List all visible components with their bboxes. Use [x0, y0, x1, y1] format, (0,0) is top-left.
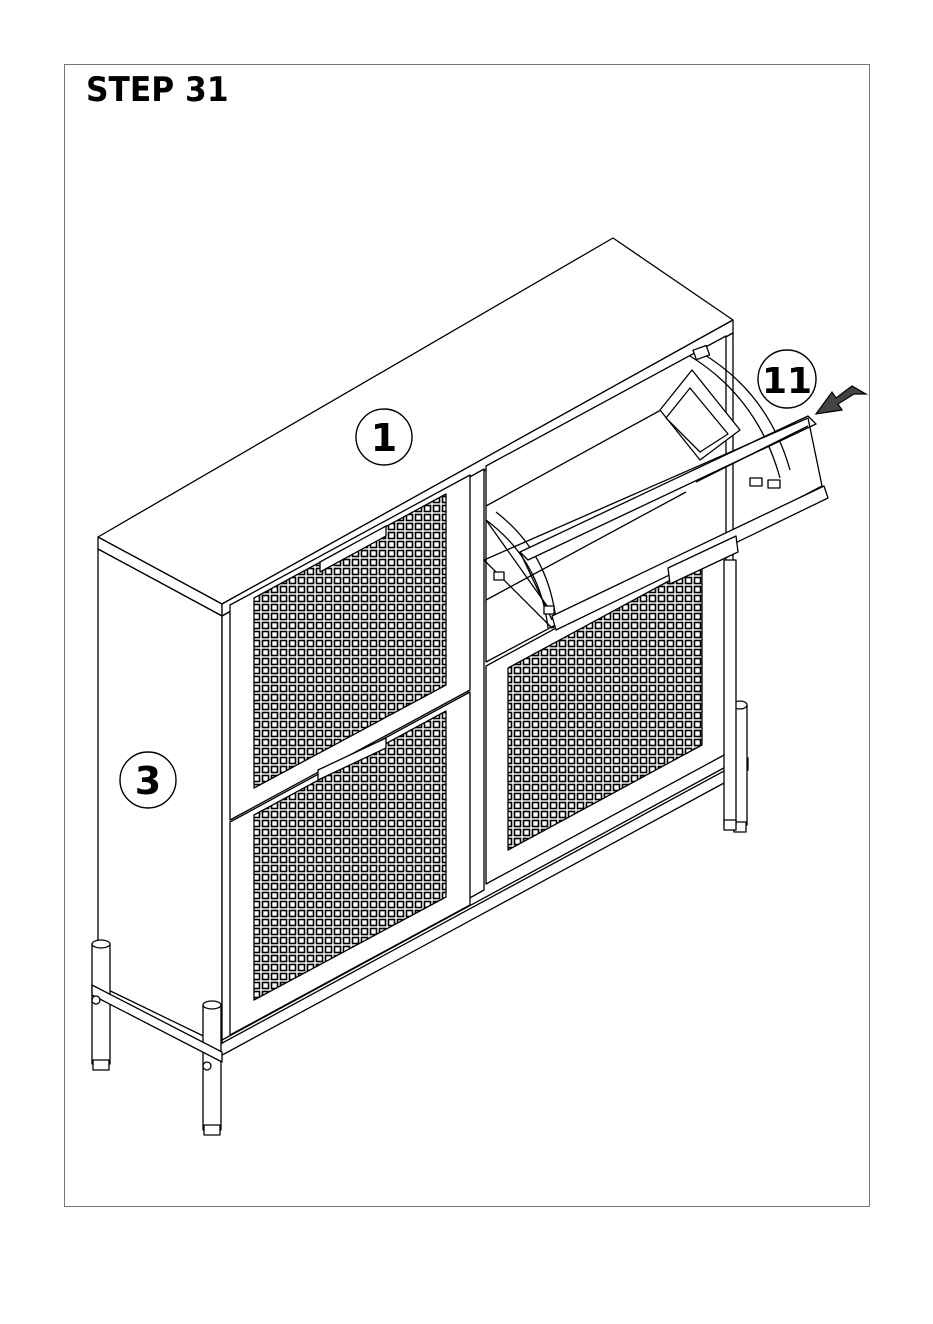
callout-1: 1 — [356, 409, 412, 465]
callout-3-label: 3 — [135, 759, 161, 803]
callout-11-label: 11 — [762, 361, 812, 402]
callout-1-label: 1 — [371, 416, 397, 460]
insert-arrow — [816, 386, 866, 414]
callout-11: 11 — [758, 350, 816, 408]
callout-3: 3 — [120, 752, 176, 808]
